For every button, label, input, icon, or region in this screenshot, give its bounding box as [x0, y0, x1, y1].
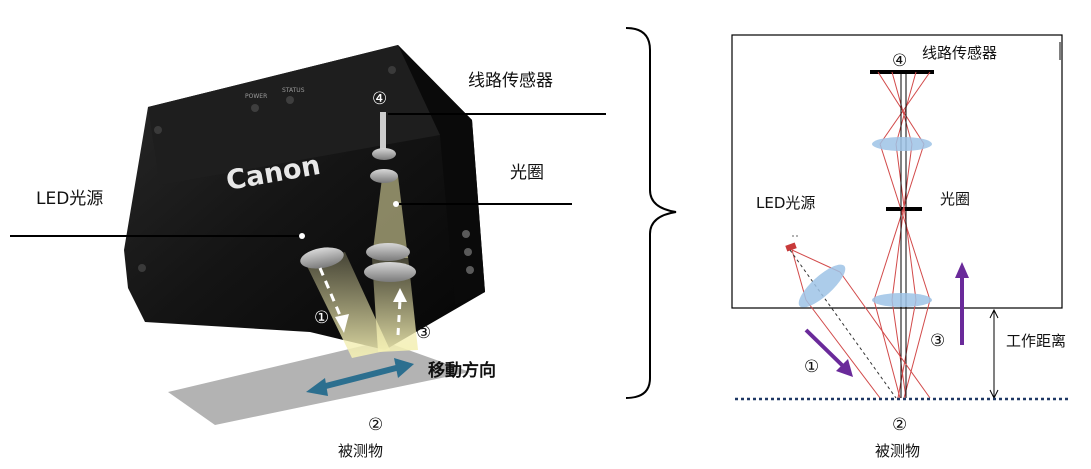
marker-2-left: ② — [368, 415, 383, 435]
line-sensor-label-right: 线路传感器 — [922, 44, 997, 62]
marker-4-left: ④ — [372, 89, 387, 109]
power-label: POWER — [245, 93, 267, 100]
movement-direction-label: 移動方向 — [428, 360, 496, 381]
measured-object-label: 被测物 — [338, 442, 383, 460]
reflection-direction-arrow — [955, 262, 969, 345]
led-source-chip — [785, 242, 797, 252]
aperture-label-right: 光圈 — [940, 190, 970, 208]
imaging-rays — [873, 71, 931, 399]
marker-1-right: ① — [804, 357, 819, 377]
illumination-beam — [305, 252, 390, 358]
led-source-label-right: LED光源 — [756, 194, 815, 212]
led-source-dot — [299, 233, 305, 239]
sensor-housing-box — [731, 34, 1063, 309]
device-housing: POWER STATUS Canon — [124, 45, 485, 350]
marker-3-left: ③ — [416, 323, 431, 343]
led-axis-dashed — [789, 249, 897, 399]
measured-object-label-right: 被测物 — [875, 442, 920, 460]
working-distance-label: 工作距离 — [1006, 332, 1066, 350]
illumination-path-arrow — [318, 267, 344, 321]
line-sensor-label: 线路传感器 — [468, 71, 553, 91]
marker-4-right: ④ — [892, 51, 907, 71]
illumination-direction-arrow — [804, 328, 853, 377]
aperture-dot — [393, 201, 399, 207]
upper-lens — [872, 137, 932, 151]
left-device-illustration: POWER STATUS Canon — [10, 45, 606, 460]
curly-brace — [625, 27, 677, 399]
status-label: STATUS — [282, 87, 305, 94]
led-source-label: LED光源 — [36, 189, 103, 209]
lower-lens — [872, 293, 932, 307]
aperture-label: 光圈 — [510, 163, 544, 183]
imaging-lens-stack — [364, 112, 416, 282]
working-distance-dimension — [989, 308, 999, 400]
marker-1-left: ① — [314, 308, 329, 328]
reflection-path-arrow — [396, 299, 402, 336]
movement-direction-arrow — [306, 358, 414, 396]
marker-3-right: ③ — [930, 331, 945, 351]
led-lens-right — [798, 264, 846, 308]
marker-2-right: ② — [892, 415, 907, 435]
right-optical-schematic: 线路传感器 光圈 LED光源 工作距离 被测物 ④ ① ③ ② — [731, 34, 1068, 460]
led-lens-left — [300, 247, 344, 269]
